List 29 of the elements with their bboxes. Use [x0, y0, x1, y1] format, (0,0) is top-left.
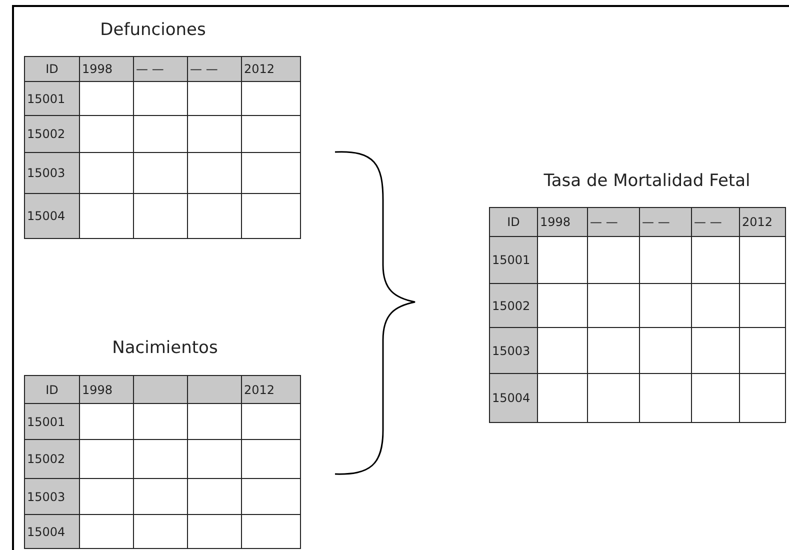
header-cell: — — [134, 56, 188, 82]
id-cell: 15001 [490, 236, 538, 284]
header-cell: — — [640, 208, 692, 236]
id-cell: 15002 [490, 284, 538, 328]
table-title: Defunciones [100, 20, 206, 40]
table-title: Nacimientos [112, 338, 218, 358]
id-cell: 15003 [24, 478, 80, 514]
header-cell: — — [188, 56, 242, 82]
id-cell: 15001 [24, 82, 80, 116]
id-cell: 15002 [24, 440, 80, 478]
header-cell: ID [490, 208, 538, 236]
header-cell: — — [588, 208, 640, 236]
table-title: Tasa de Mortalidad Fetal [544, 171, 750, 191]
header-cell: 1998 [80, 56, 134, 82]
id-cell: 15004 [24, 514, 80, 548]
header-cell: 1998 [80, 376, 134, 404]
header-cell: 2012 [242, 56, 300, 82]
header-cell: 1998 [538, 208, 588, 236]
header-cell: ID [24, 56, 80, 82]
id-cell: 15004 [490, 374, 538, 422]
id-cell: 15002 [24, 116, 80, 152]
header-cell: 2012 [242, 376, 300, 404]
header-cell: 2012 [740, 208, 786, 236]
header-cell: — — [692, 208, 740, 236]
id-cell: 15003 [490, 328, 538, 374]
id-cell: 15001 [24, 404, 80, 440]
header-cell: ID [24, 376, 80, 404]
id-cell: 15003 [24, 152, 80, 194]
id-cell: 15004 [24, 194, 80, 238]
